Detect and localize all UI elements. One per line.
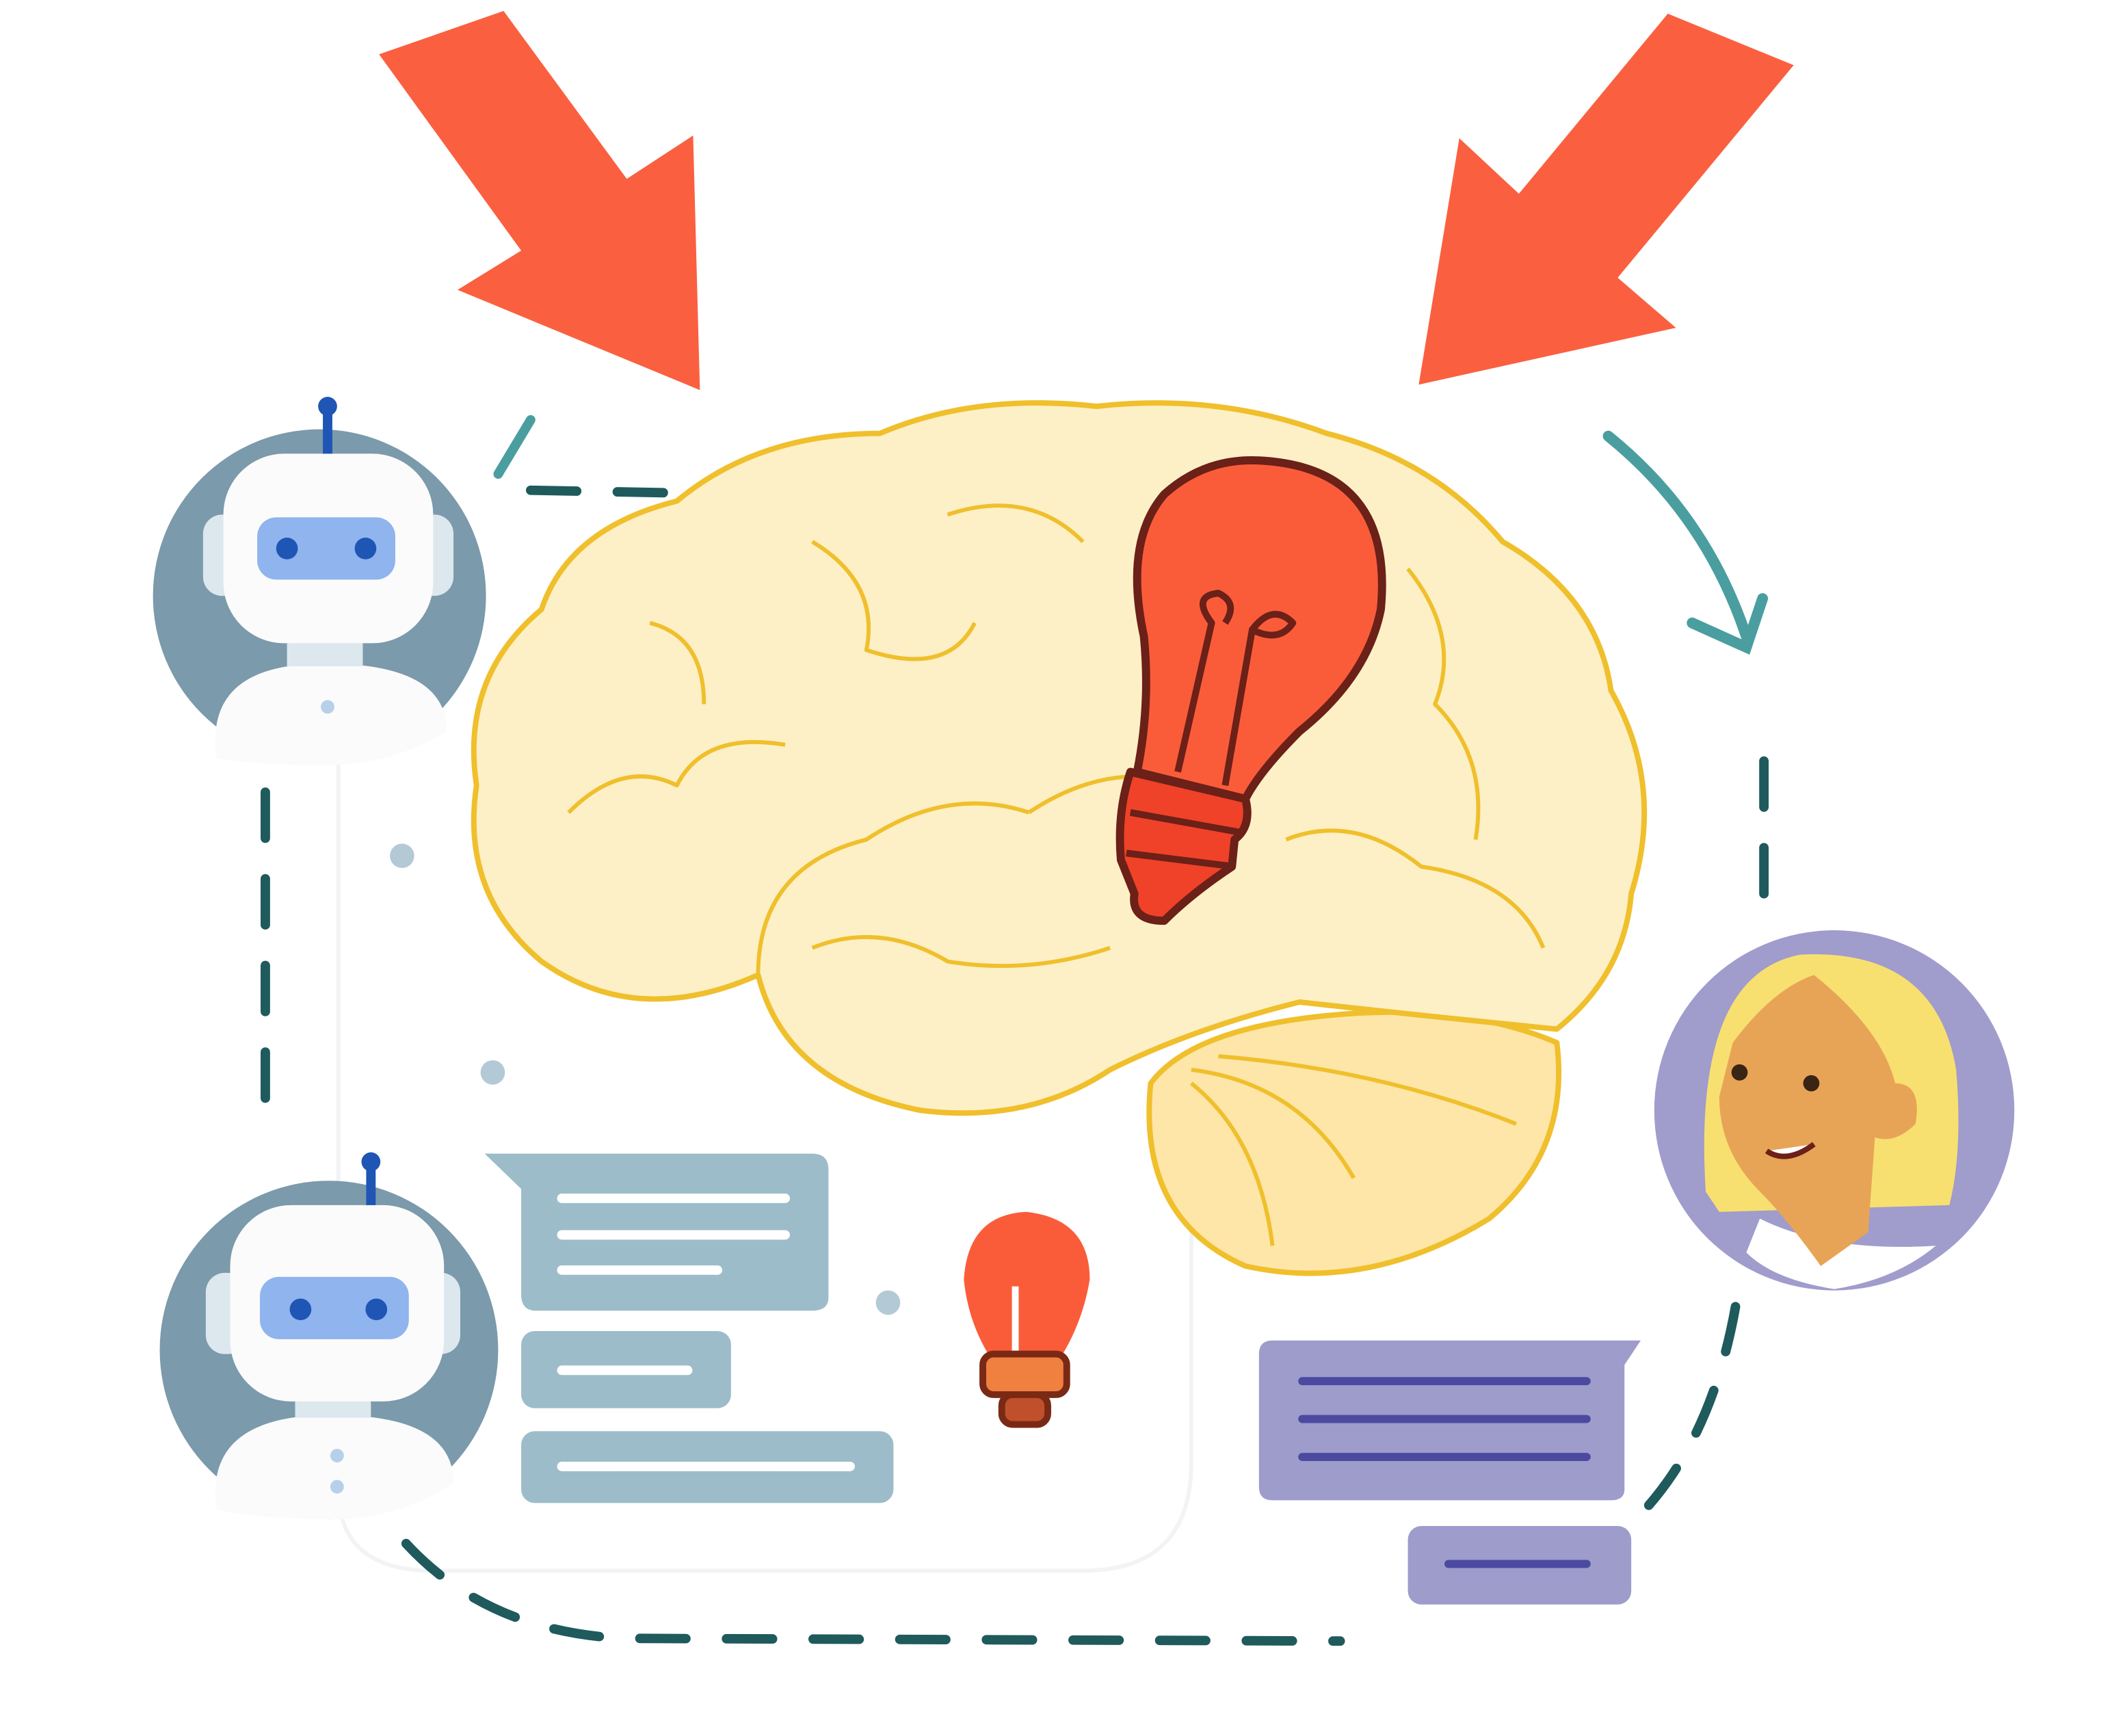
chat-bubble-icon — [484, 1153, 894, 1503]
decorative-dots — [390, 843, 901, 1315]
curved-arrow-icon — [1602, 430, 1769, 655]
dashed-connection-path — [261, 485, 1769, 1646]
lightbulb-icon — [1115, 456, 1386, 925]
arrow-icon — [379, 11, 700, 391]
arrow-icon — [1418, 14, 1794, 385]
robot-avatar — [153, 397, 486, 765]
lightbulb-icon — [964, 1211, 1090, 1428]
robot-avatar — [159, 1152, 499, 1520]
brain-icon — [471, 400, 1648, 1276]
background-panel — [336, 758, 1193, 1573]
dashed-connection-path — [493, 415, 536, 479]
person-avatar — [1654, 930, 2015, 1291]
chat-bubble-icon — [1258, 1340, 1641, 1605]
